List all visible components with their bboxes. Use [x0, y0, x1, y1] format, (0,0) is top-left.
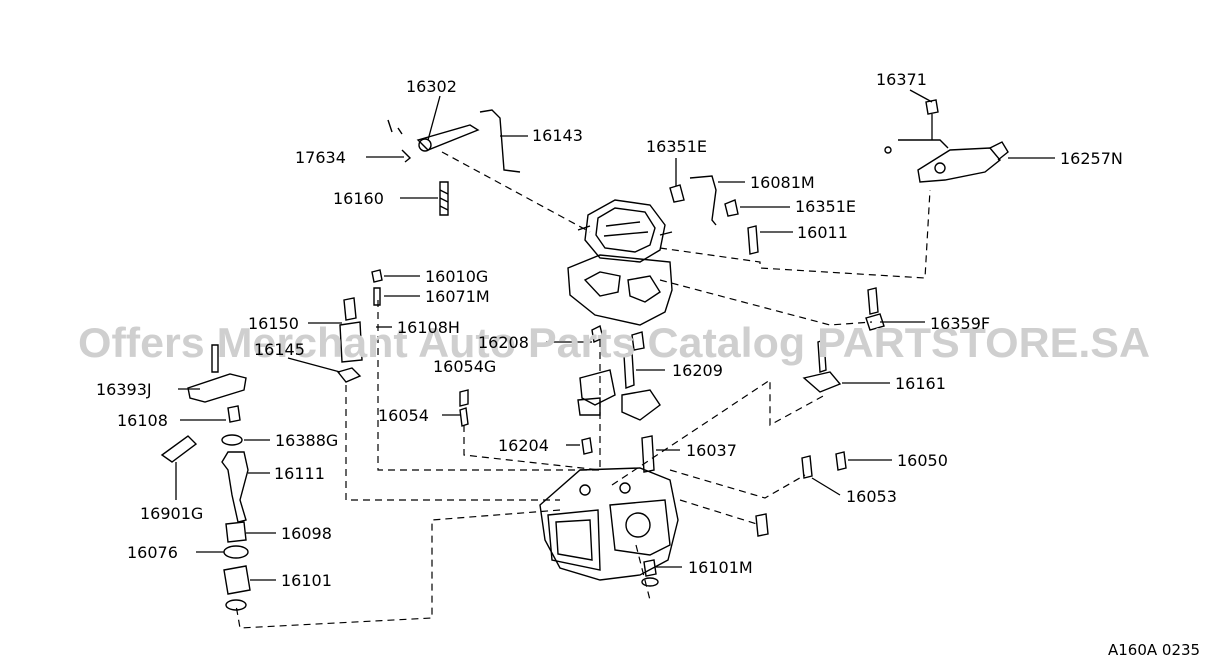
label-16143: 16143	[532, 126, 583, 145]
label-16101: 16101	[281, 571, 332, 590]
choke-linkage-parts	[387, 109, 521, 216]
carburetor-top-cover	[577, 199, 673, 263]
label-16351e: 16351E	[795, 197, 856, 216]
label-16050: 16050	[897, 451, 948, 470]
label-17634: 17634	[295, 148, 346, 167]
carburetor-gasket	[567, 254, 673, 326]
throttle-lever-assembly	[884, 99, 1009, 183]
label-16160: 16160	[333, 189, 384, 208]
label-16208: 16208	[478, 333, 529, 352]
float-chamber-parts	[577, 324, 661, 421]
fuel-inlet-parts	[669, 175, 759, 255]
label-16161: 16161	[895, 374, 946, 393]
label-16111: 16111	[274, 464, 325, 483]
part-number-labels: 16302 16143 17634 16160 16351E 16081M 16…	[96, 70, 1123, 590]
label-16150: 16150	[248, 314, 299, 333]
carburetor-main-body	[539, 467, 679, 581]
label-16257n: 16257N	[1060, 149, 1123, 168]
label-16054g: 16054G	[433, 357, 496, 376]
label-16145: 16145	[254, 340, 305, 359]
label-16081m: 16081M	[750, 173, 815, 192]
label-16302: 16302	[406, 77, 457, 96]
label-16053: 16053	[846, 487, 897, 506]
label-16098: 16098	[281, 524, 332, 543]
label-16108: 16108	[117, 411, 168, 430]
drawing-code: A160A 0235	[1108, 641, 1200, 659]
label-16901g: 16901G	[140, 504, 203, 523]
label-16393j: 16393J	[96, 380, 152, 399]
watermark-text: Offers Merchant Auto Parts Catalog PARTS…	[78, 319, 1150, 366]
label-16011: 16011	[797, 223, 848, 242]
label-16054: 16054	[378, 406, 429, 425]
label-16010g: 16010G	[425, 267, 488, 286]
label-16204: 16204	[498, 436, 549, 455]
label-16108h: 16108H	[397, 318, 460, 337]
label-16388g: 16388G	[275, 431, 338, 450]
label-16371: 16371	[876, 70, 927, 89]
label-16076: 16076	[127, 543, 178, 562]
label-16037: 16037	[686, 441, 737, 460]
label-16071m: 16071M	[425, 287, 490, 306]
label-16209: 16209	[672, 361, 723, 380]
label-16351e-top: 16351E	[646, 137, 707, 156]
label-16359f: 16359F	[930, 314, 990, 333]
leader-lines	[175, 89, 1055, 581]
label-16101m: 16101M	[688, 558, 753, 577]
right-side-parts	[459, 287, 885, 587]
left-column-parts	[160, 269, 383, 611]
